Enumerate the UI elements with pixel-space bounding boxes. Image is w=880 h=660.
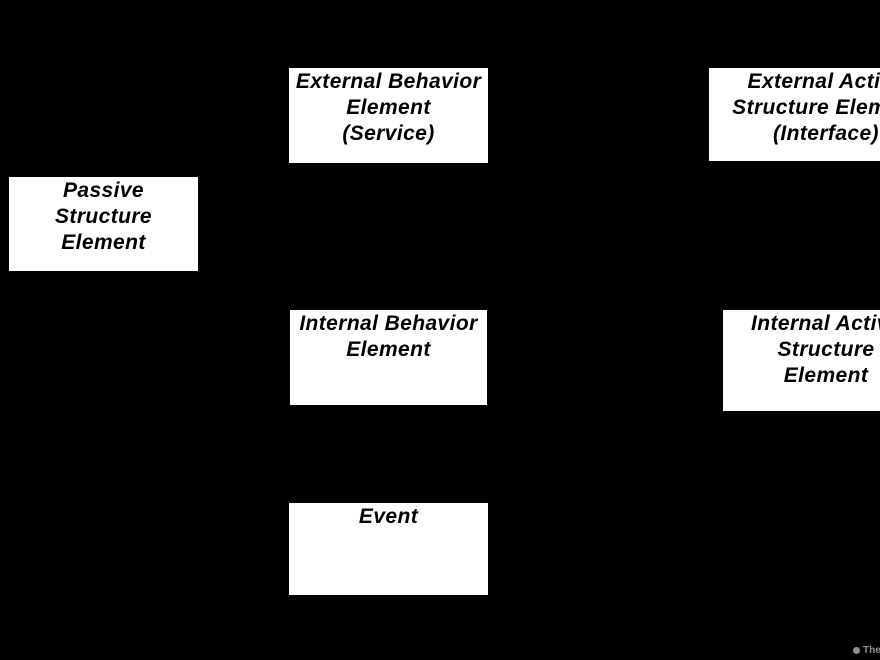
box-internal-active-structure-element: Internal Active Structure Element <box>723 310 880 411</box>
watermark: The <box>853 645 880 656</box>
box-label-line: Element <box>346 96 431 119</box>
box-label-line: External Behavior <box>295 70 482 93</box>
box-label-line: Event <box>358 505 419 528</box>
box-external-active-structure-element: External Active Structure Element (Inter… <box>709 68 880 161</box>
watermark-text: The <box>863 645 880 656</box>
box-label-line: Structure <box>55 205 152 228</box>
watermark-dot-icon <box>853 647 860 654</box>
box-label-line: External Active <box>747 70 880 93</box>
box-external-behavior-element: External Behavior Element (Service) <box>289 68 488 163</box>
box-internal-behavior-element: Internal Behavior Element <box>290 310 487 405</box>
box-label-line: (Interface) <box>773 122 879 145</box>
box-passive-structure-element: Passive Structure Element <box>9 177 198 271</box>
box-label-line: Element <box>346 338 431 361</box>
box-label-line: Internal Active <box>751 312 880 335</box>
box-label-line: Structure Element <box>732 96 880 119</box>
box-label-line: Element <box>61 231 146 254</box>
box-label-line: Passive <box>62 179 145 202</box>
box-label-line: Internal Behavior <box>299 312 478 335</box>
box-label-line: (Service) <box>342 122 435 145</box>
box-label-line: Element <box>783 364 869 387</box>
box-label-line: Structure <box>777 338 875 361</box>
box-event: Event <box>289 503 488 595</box>
